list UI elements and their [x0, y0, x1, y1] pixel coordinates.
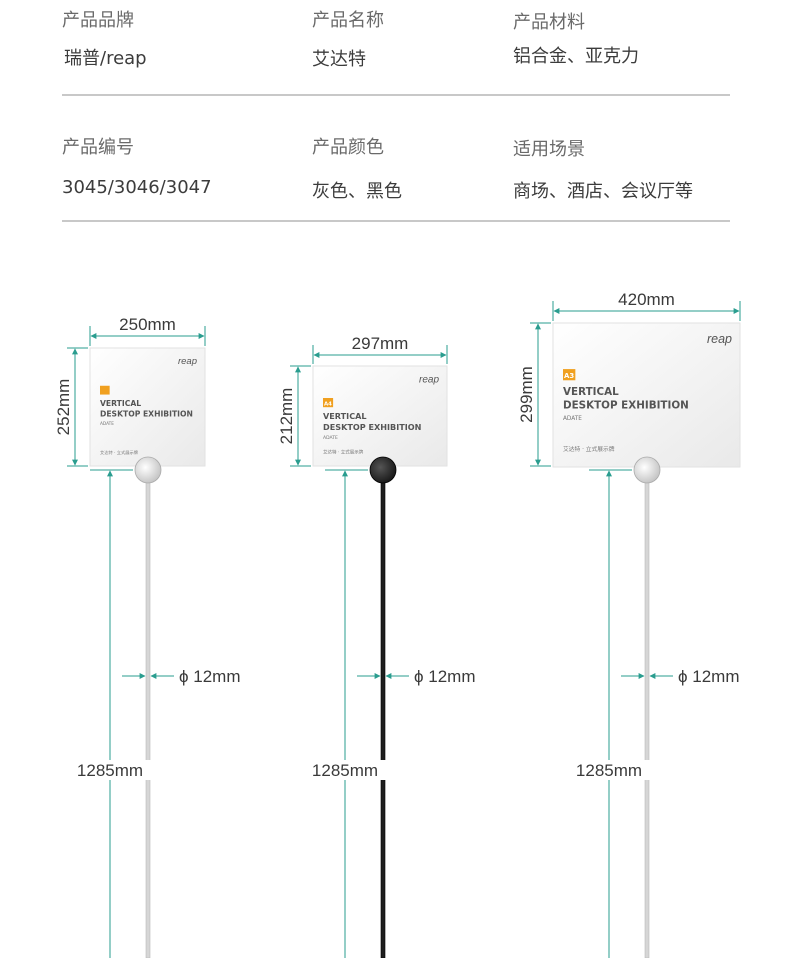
spec-value-code: 3045/3046/3047 [62, 177, 212, 198]
sign-subtitle: ADATE [323, 435, 338, 441]
total-height-label-bg [301, 760, 389, 780]
spec-value-brand: 瑞普/reap [64, 48, 147, 69]
sign-title-line1: VERTICAL [323, 411, 367, 421]
sign-badge-text: A3 [564, 372, 574, 380]
spec-label-color: 产品颜色 [312, 137, 384, 158]
sign-logo-text: reap [419, 375, 439, 386]
total-height-label: 1285mm [576, 761, 642, 780]
pole-cap [134, 456, 162, 484]
spec-value-material: 铝合金、亚克力 [513, 46, 639, 67]
width-label: 297mm [352, 334, 409, 353]
height-label: 252mm [54, 379, 73, 436]
pole [145, 469, 151, 958]
sign-board [552, 322, 741, 468]
spec-label-scene: 适用场景 [513, 139, 585, 160]
spec-divider-2 [62, 220, 730, 222]
sign-badge [563, 369, 576, 381]
sign-title-line1: VERTICAL [100, 399, 141, 408]
spec-divider-1 [62, 94, 730, 96]
sign-footer: 艾达特 · 立式展示牌 [323, 448, 364, 455]
sign-footer: 艾达特 · 立式展示牌 [100, 449, 139, 456]
sign-title-line1: VERTICAL [563, 386, 619, 398]
sign-title-line2: DESKTOP EXHIBITION [563, 400, 689, 412]
spec-label-name: 产品名称 [312, 10, 384, 31]
sign-logo-text: reap [707, 332, 732, 346]
spec-label-code: 产品编号 [62, 137, 134, 158]
width-label: 250mm [119, 315, 176, 334]
total-height-label-bg [565, 760, 653, 780]
height-label: 212mm [277, 388, 296, 445]
sign-board [312, 365, 448, 467]
diameter-label: ϕ 12mm [678, 667, 739, 686]
height-label: 299mm [517, 366, 536, 423]
pole-cap [633, 456, 661, 484]
diameter-label: ϕ 12mm [414, 667, 475, 686]
total-height-label: 1285mm [312, 761, 378, 780]
sign-title-line2: DESKTOP EXHIBITION [323, 422, 422, 432]
diameter-label: ϕ 12mm [179, 667, 240, 686]
total-height-label-bg [66, 760, 154, 780]
spec-label-material: 产品材料 [513, 12, 585, 33]
spec-label-brand: 产品品牌 [62, 10, 134, 31]
pole [380, 469, 386, 958]
spec-value-name: 艾达特 [312, 49, 366, 70]
sign-badge [323, 398, 334, 408]
pole [644, 469, 650, 958]
total-height-label: 1285mm [77, 761, 143, 780]
sign-footer: 艾达特 · 立式展示牌 [563, 445, 615, 453]
width-label: 420mm [618, 290, 675, 309]
spec-value-color: 灰色、黑色 [312, 181, 402, 202]
sign-badge-text: A4 [324, 401, 332, 407]
spec-value-scene: 商场、酒店、会议厅等 [513, 181, 693, 202]
sign-title-line2: DESKTOP EXHIBITION [100, 409, 193, 418]
pole-cap [369, 456, 397, 484]
sign-subtitle: ADATE [563, 416, 582, 422]
sign-board [89, 347, 206, 467]
sign-logo-text: reap [178, 356, 197, 367]
sign-badge [100, 385, 110, 395]
sign-subtitle: ADATE [100, 421, 114, 427]
